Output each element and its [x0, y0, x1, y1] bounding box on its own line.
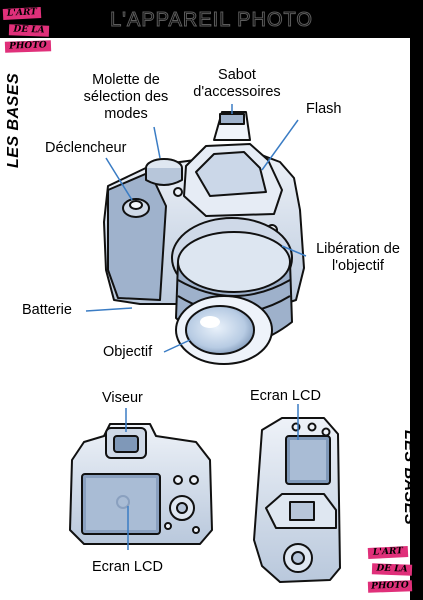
camera-back-view	[69, 423, 213, 545]
leader-lens	[163, 339, 191, 353]
label-mode-dial-line-3: modes	[104, 106, 148, 122]
label-viewfinder: Viseur	[102, 390, 143, 406]
label-hot-shoe: Sabot d'accessoires	[182, 67, 292, 101]
leader-battery	[85, 307, 133, 312]
label-lens-release-line-1: Libération de	[316, 241, 400, 257]
leader-lines	[85, 104, 307, 550]
leader-mode-dial	[153, 126, 161, 159]
camera-top-view	[253, 417, 341, 583]
camera-front-view	[103, 111, 305, 365]
label-mode-dial-line-1: Molette de	[92, 72, 160, 88]
label-flash: Flash	[306, 101, 342, 117]
label-battery: Batterie	[22, 302, 72, 318]
leader-lens-release	[281, 245, 307, 257]
label-lcd-top: Ecran LCD	[250, 388, 321, 404]
label-hot-shoe-line-1: Sabot	[218, 67, 256, 83]
page-title: L'APPAREIL PHOTO	[110, 9, 313, 32]
label-lens-release: Libération de l'objectif	[306, 241, 410, 275]
leader-flash	[261, 119, 299, 171]
label-shutter: Déclencheur	[45, 140, 127, 156]
right-border	[410, 0, 423, 600]
header-band	[0, 0, 423, 38]
label-lens: Objectif	[103, 344, 153, 360]
label-mode-dial: Molette de sélection des modes	[70, 72, 182, 123]
label-mode-dial-line-2: sélection des	[83, 89, 169, 105]
label-lens-release-line-2: l'objectif	[332, 258, 384, 274]
label-lcd-bottom: Ecran LCD	[92, 559, 163, 575]
leader-shutter	[105, 157, 133, 201]
label-hot-shoe-line-2: d'accessoires	[193, 84, 281, 100]
